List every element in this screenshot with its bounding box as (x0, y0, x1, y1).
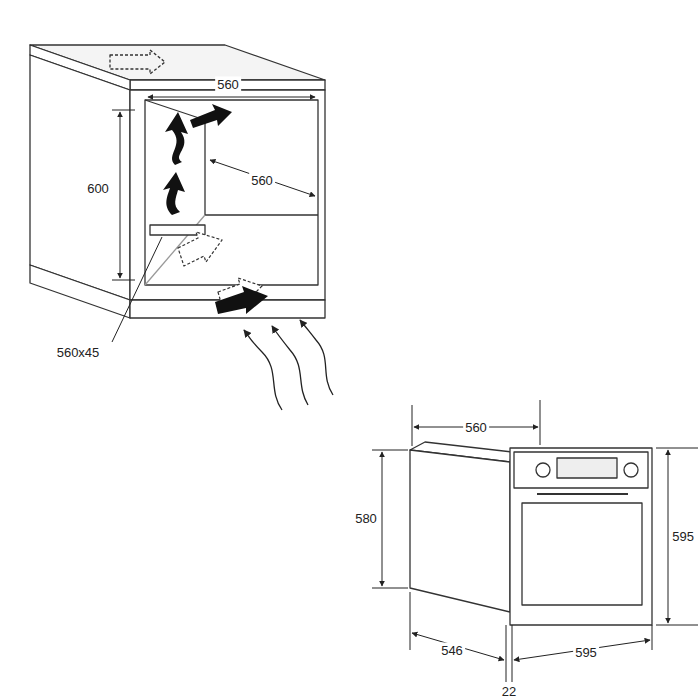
dimension-label: 600 (85, 181, 111, 196)
dimension-label: 560x45 (55, 345, 102, 360)
dimension-label: 546 (439, 643, 465, 658)
dimension-label: 560 (215, 77, 241, 92)
dimension-label: 22 (500, 684, 518, 699)
dimension-label: 580 (353, 511, 379, 526)
dimension-label: 560 (463, 420, 489, 435)
dimension-label: 595 (573, 645, 599, 660)
dimension-label: 595 (670, 529, 696, 544)
dimension-label: 560 (249, 173, 275, 188)
